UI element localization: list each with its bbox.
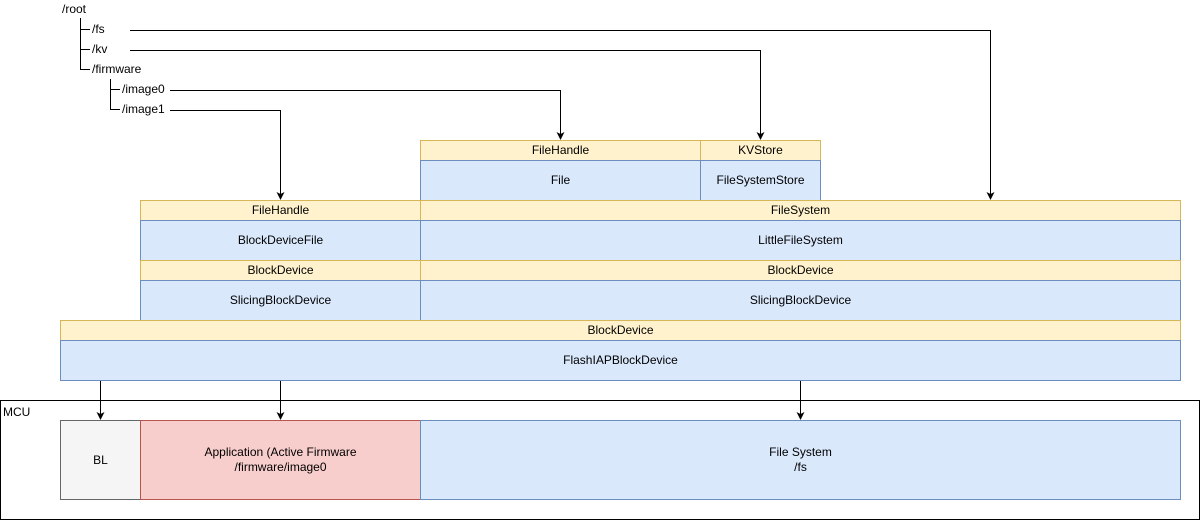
slicingblockdevice-block-left: SlicingBlockDevice (140, 280, 421, 321)
filesystem-region-label: File System (769, 445, 832, 459)
blockdevice-header-left: BlockDevice (140, 260, 421, 281)
blockdevice-header-base: BlockDevice (60, 320, 1181, 341)
filehandle-header-top: FileHandle (420, 140, 701, 161)
littlefilesystem-block: LittleFileSystem (420, 220, 1181, 261)
blockdevice-header-right: BlockDevice (420, 260, 1181, 281)
filesystem-region-path: /fs (794, 460, 807, 474)
application-label: Application (Active Firmware (204, 445, 357, 459)
mcu-frame (0, 400, 1200, 520)
filesystem-header: FileSystem (420, 200, 1181, 221)
path-image0: /image0 (122, 82, 165, 96)
path-firmware: /firmware (92, 62, 142, 76)
path-kv: /kv (92, 42, 108, 56)
slicingblockdevice-block-right: SlicingBlockDevice (420, 280, 1181, 321)
path-image1: /image1 (122, 102, 165, 116)
arrow-kv-to-kvstore (130, 50, 765, 140)
flashiapblockdevice-block: FlashIAPBlockDevice (60, 340, 1181, 381)
application-path: /firmware/image0 (234, 460, 327, 474)
path-root: /root (62, 2, 87, 16)
blockdevicefile-block: BlockDeviceFile (140, 220, 421, 261)
arrow-fs-to-filesystem (130, 30, 995, 200)
tree-branch-firmware (110, 79, 120, 110)
arrow-image0-to-filehandle (170, 90, 565, 140)
filesystemstore-block: FileSystemStore (700, 160, 821, 201)
filehandle-header-left: FileHandle (140, 200, 421, 221)
filesystem-region: File System /fs (420, 420, 1181, 500)
application-region: Application (Active Firmware /firmware/i… (140, 420, 421, 500)
path-fs: /fs (92, 22, 105, 36)
tree-branch-root (80, 18, 90, 70)
file-block: File (420, 160, 701, 201)
arrow-image1-to-filehandle (170, 110, 285, 200)
mcu-label: MCU (3, 405, 31, 419)
bootloader-region: BL (60, 420, 141, 500)
kvstore-header: KVStore (700, 140, 821, 161)
